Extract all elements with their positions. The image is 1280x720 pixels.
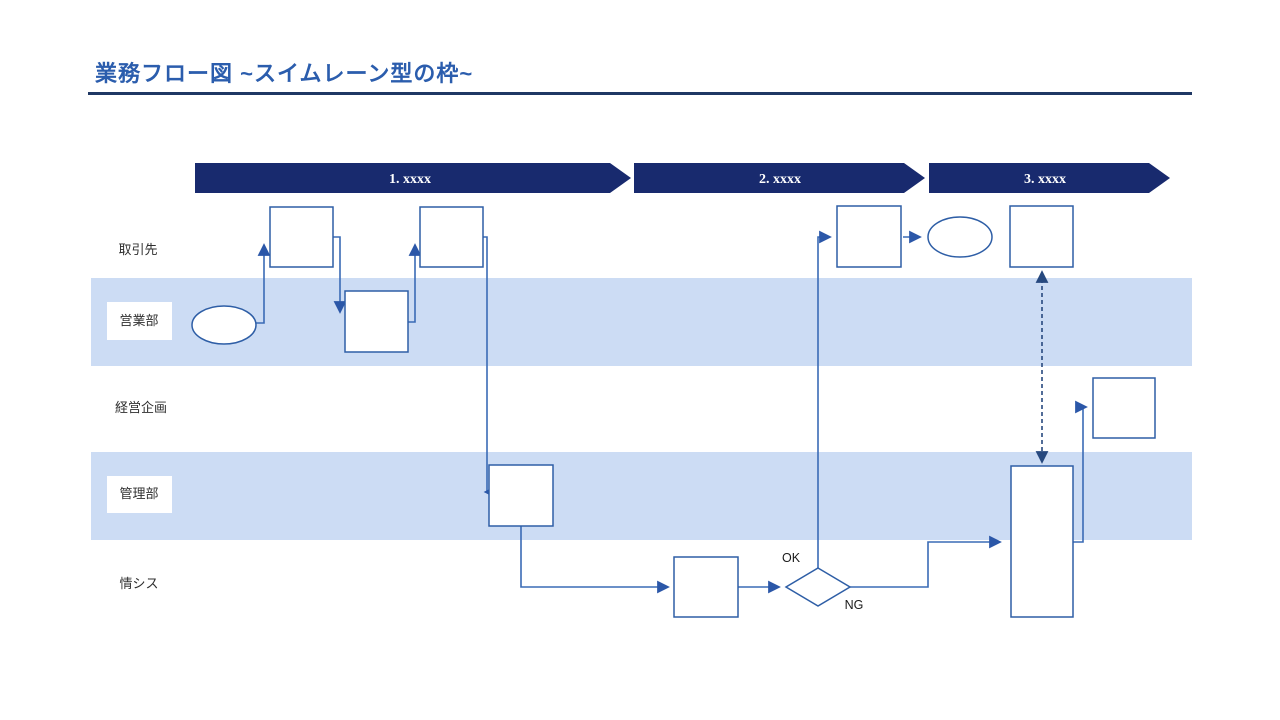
phase-banner-2: [634, 163, 925, 193]
lane-band-sales: [91, 278, 1192, 366]
process-box-planning: [1092, 377, 1156, 439]
phase-label-2: 2. xxxx: [759, 172, 801, 187]
lane-label-box-sales: [107, 302, 172, 340]
decision-ok-label: OK: [782, 551, 801, 565]
process-box-partner-3: [836, 205, 902, 268]
lane-label-it: 情シス: [119, 576, 158, 591]
lane-label-planning: 経営企画: [115, 400, 167, 415]
phase-label-3: 3. xxxx: [1024, 172, 1066, 187]
decision-ng-label: NG: [845, 598, 864, 612]
connector-sales-to-partner2: [408, 243, 422, 323]
connector-archive-to-planning: [1073, 400, 1088, 543]
end-ellipse: [927, 216, 993, 258]
lane-label-admin: 管理部: [119, 486, 158, 501]
decision-diamond: [784, 567, 852, 607]
process-box-partner-2: [419, 206, 484, 268]
title-underline: [88, 92, 1192, 95]
page-title: 業務フロー図 ~スイムレーン型の枠~: [95, 61, 474, 86]
lane-label-box-admin: [107, 476, 172, 513]
process-box-it: [673, 556, 739, 618]
connector-decision-ng-to-archive: [850, 535, 1002, 588]
phase-label-1: 1. xxxx: [389, 172, 431, 187]
lane-band-admin: [91, 452, 1192, 540]
connector-admin-to-it: [520, 526, 670, 594]
lane-label-sales: 営業部: [119, 313, 158, 328]
connector-start-to-partner1: [256, 243, 271, 324]
process-box-archive-tall: [1010, 465, 1074, 618]
phase-banner-3: [929, 163, 1170, 193]
lane-label-partner: 取引先: [118, 242, 157, 257]
process-box-partner-4: [1009, 205, 1074, 268]
phase-banner-1: [195, 163, 631, 193]
process-box-sales: [344, 290, 409, 353]
connector-decision-ok-to-partner3: [817, 230, 832, 568]
connector-partner1-to-sales: [333, 236, 347, 314]
connector-partner2-to-admin: [483, 236, 497, 499]
process-box-admin: [488, 464, 554, 527]
process-box-partner-1: [269, 206, 334, 268]
start-ellipse: [191, 305, 257, 345]
